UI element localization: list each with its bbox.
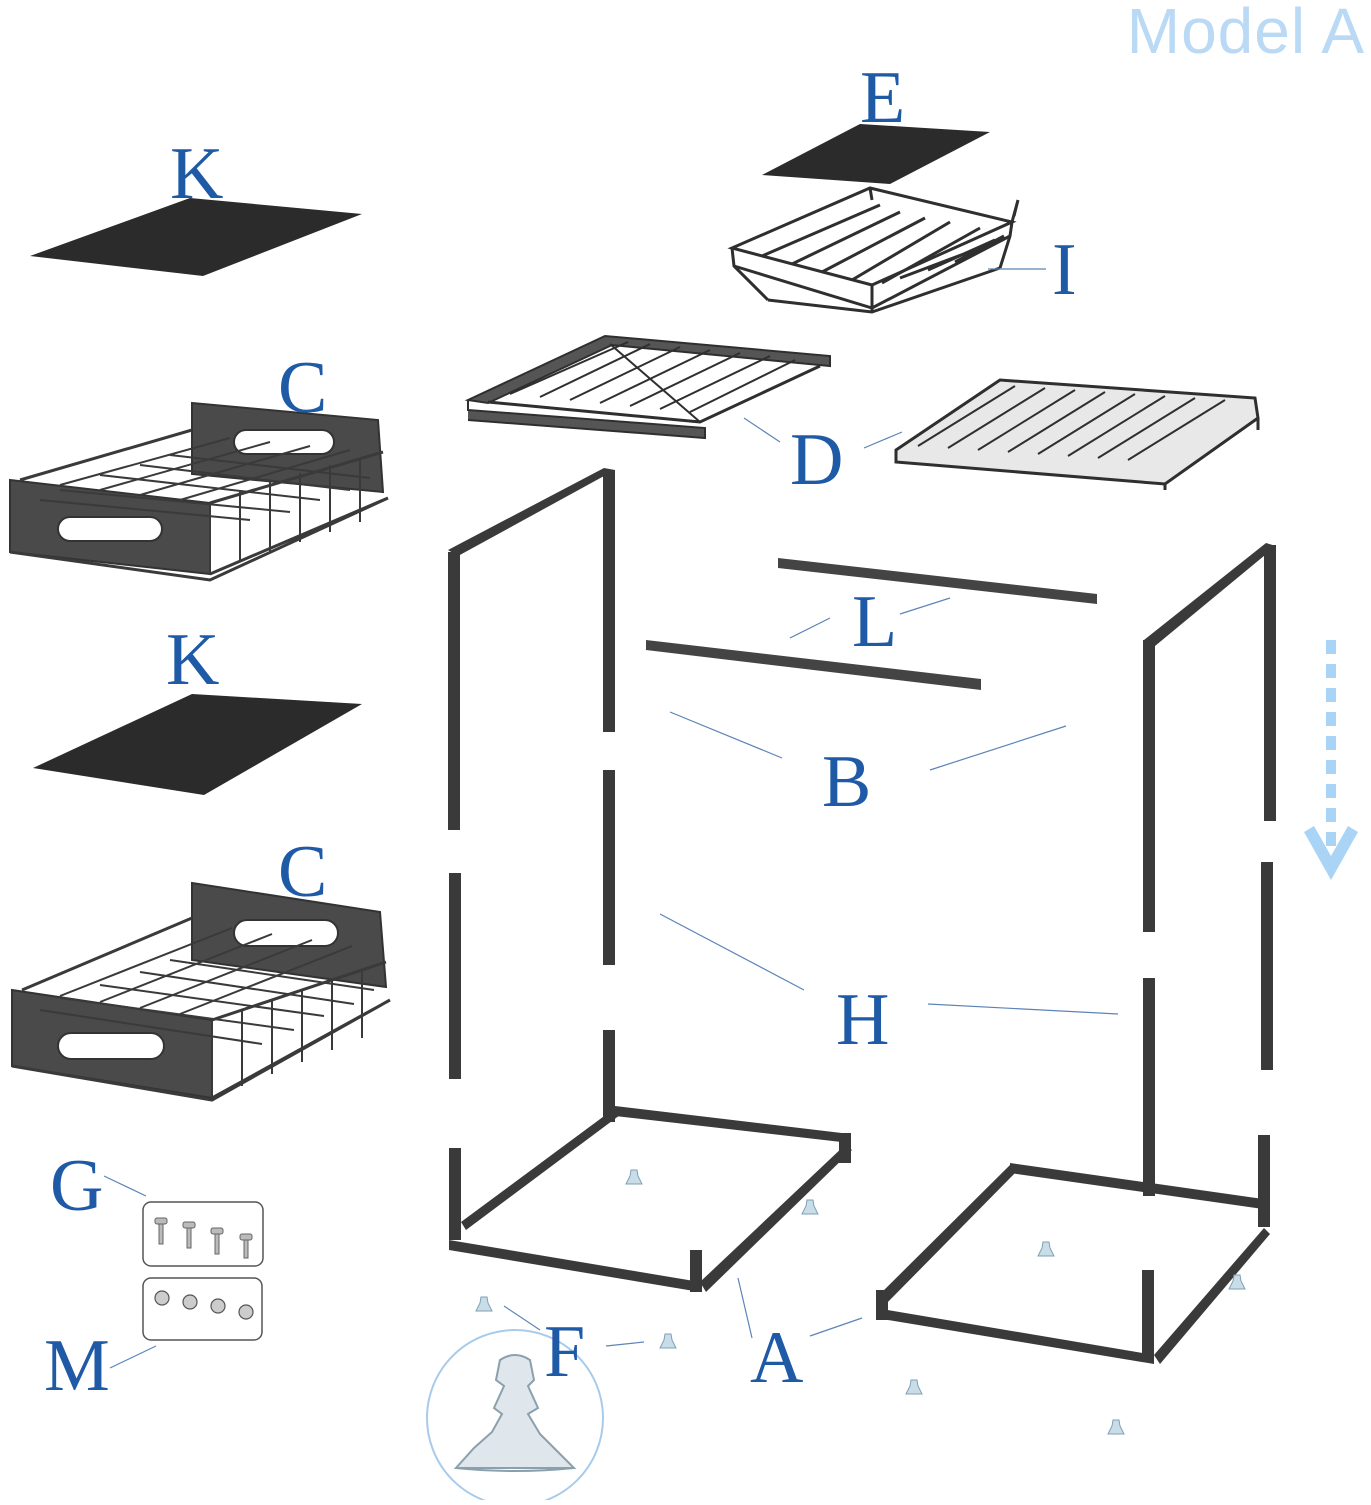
label-d: D [790,419,843,501]
label-h: H [836,979,889,1061]
leader-lines [103,268,1119,1369]
label-f: F [544,1311,585,1393]
label-b: B [822,741,871,823]
label-c-bottom: C [278,831,327,913]
base-a-left [449,1030,852,1292]
part-labels: K E I C D L K B C H G F A M [44,57,1077,1407]
posts-h [449,770,1273,1196]
frame-b-left [448,468,615,830]
shelf-d-right [894,378,1260,490]
dashed-down-arrow-icon [1304,640,1358,880]
label-k-top: K [170,133,223,215]
bar-l-bottom [646,640,981,690]
label-k-middle: K [166,619,219,701]
nut-icon [154,1290,254,1320]
mat-k-middle [33,694,362,795]
hardware-bag-g [142,1201,264,1267]
suction-feet [475,1169,1246,1435]
label-l: L [852,581,897,663]
mat-k-top [30,198,362,276]
basket-c-bottom [11,881,391,1102]
basket-c-top [9,401,389,582]
bar-l-top [778,558,1097,604]
hardware-bag-m [142,1277,263,1341]
frame-b-right [1143,543,1276,932]
label-m: M [44,1325,110,1407]
label-a: A [750,1317,803,1399]
screw-icon [154,1217,253,1259]
label-e: E [860,57,905,139]
label-i: I [1052,229,1077,311]
suction-cup-foot-icon [426,1329,604,1505]
mat-e [762,124,990,184]
basket-i [727,186,1020,314]
model-title: Model A [1126,0,1365,67]
base-a-right [876,1135,1270,1364]
label-g: G [50,1145,103,1227]
shelf-d-left [464,334,831,440]
label-c-top: C [278,347,327,429]
